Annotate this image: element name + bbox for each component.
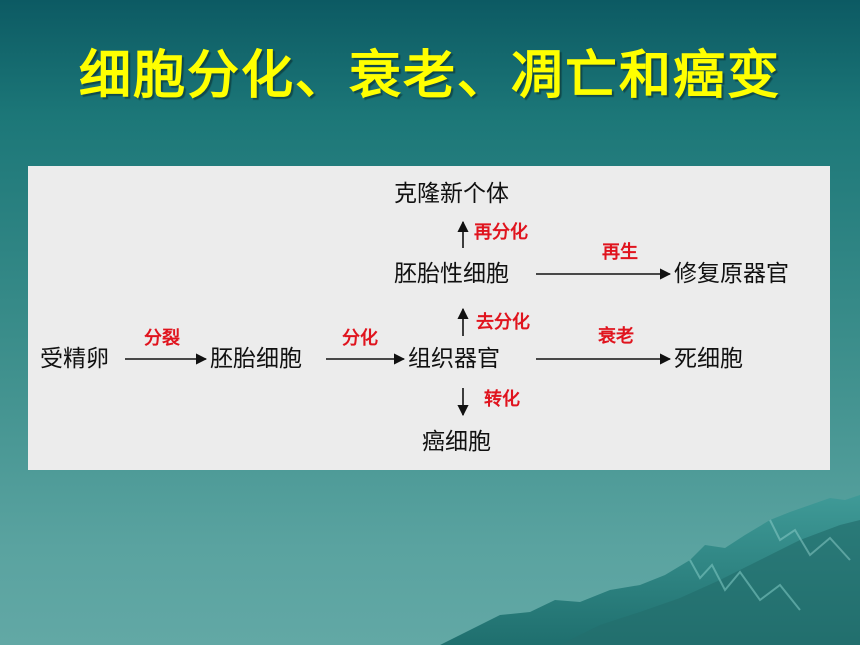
label-regeneration: 再生: [602, 242, 638, 263]
label-division: 分裂: [144, 328, 180, 349]
label-senescence: 衰老: [598, 326, 634, 347]
node-cancer-cell: 癌细胞: [422, 429, 491, 455]
node-embryonic-cell: 胚胎细胞: [210, 346, 302, 372]
label-transformation: 转化: [484, 389, 520, 410]
node-dead-cell: 死细胞: [674, 346, 743, 372]
label-redifferentiation: 再分化: [474, 222, 528, 243]
node-clone: 克隆新个体: [394, 181, 509, 207]
node-repair-organ: 修复原器官: [674, 261, 789, 287]
arrow-layer: [125, 220, 672, 417]
label-differentiation: 分化: [342, 328, 378, 349]
label-dedifferentiation: 去分化: [476, 312, 530, 333]
page-title: 细胞分化、衰老、凋亡和癌变: [78, 46, 781, 106]
diagram-panel: 克隆新个体 胚胎性细胞 修复原器官 受精卵 胚胎细胞 组织器官 死细胞 癌细胞 …: [28, 166, 830, 470]
node-embryonic-stem-cell: 胚胎性细胞: [394, 261, 509, 287]
node-tissue-organ: 组织器官: [408, 346, 500, 372]
node-fertilized-egg: 受精卵: [40, 346, 109, 372]
